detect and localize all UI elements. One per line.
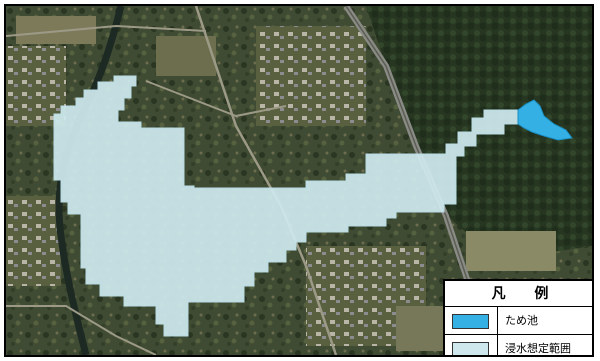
legend-label-pond: ため池 [505, 314, 538, 327]
aerial-map: 凡 例 ため池 浸水想定範囲 [4, 4, 594, 357]
legend-swatch-pond [452, 314, 489, 329]
legend-title: 凡 例 [445, 281, 592, 307]
legend-item-flood-area: 浸水想定範囲 [445, 335, 592, 355]
village-west [6, 46, 66, 126]
road [145, 80, 287, 118]
map-legend: 凡 例 ため池 浸水想定範囲 [443, 279, 592, 355]
road [6, 305, 157, 355]
legend-label-flood-area: 浸水想定範囲 [505, 342, 571, 355]
village-north [256, 26, 366, 126]
pond [517, 99, 573, 141]
aerial-photo [6, 6, 592, 355]
field [156, 36, 216, 76]
field [16, 16, 96, 44]
road [6, 24, 207, 37]
legend-divider [497, 307, 498, 334]
village-southwest [6, 196, 61, 286]
flood-area [53, 75, 519, 337]
legend-item-pond: ため池 [445, 307, 592, 335]
field [466, 231, 556, 271]
legend-swatch-flood-area [452, 342, 489, 355]
legend-divider [497, 335, 498, 355]
